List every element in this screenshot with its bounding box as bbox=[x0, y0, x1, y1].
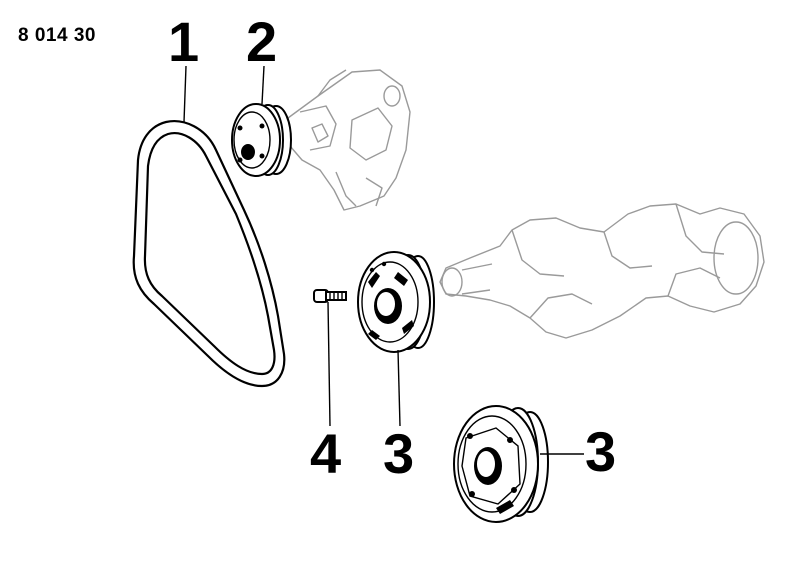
leader-line-2 bbox=[261, 65, 265, 105]
water-pump-housing bbox=[287, 69, 411, 211]
callout-3-crank-pulley: 3 bbox=[383, 422, 415, 485]
part-number-label: 8 014 30 bbox=[18, 25, 96, 46]
callout-3-crank-pulley-alt: 3 bbox=[585, 420, 617, 483]
callout-4-screw: 4 bbox=[310, 422, 342, 485]
pulley-screw bbox=[313, 289, 347, 303]
crankshaft bbox=[439, 203, 765, 339]
leader-line-4 bbox=[327, 301, 331, 427]
water-pump-pulley bbox=[231, 103, 292, 177]
crankshaft-pulley-alt bbox=[453, 405, 549, 523]
callout-1-belt: 1 bbox=[168, 10, 200, 73]
leader-line-1 bbox=[183, 65, 187, 123]
v-belt bbox=[132, 120, 286, 388]
crankshaft-pulley bbox=[357, 251, 435, 353]
leader-line-3a bbox=[397, 349, 401, 427]
callout-2-pump-pulley: 2 bbox=[246, 10, 278, 73]
